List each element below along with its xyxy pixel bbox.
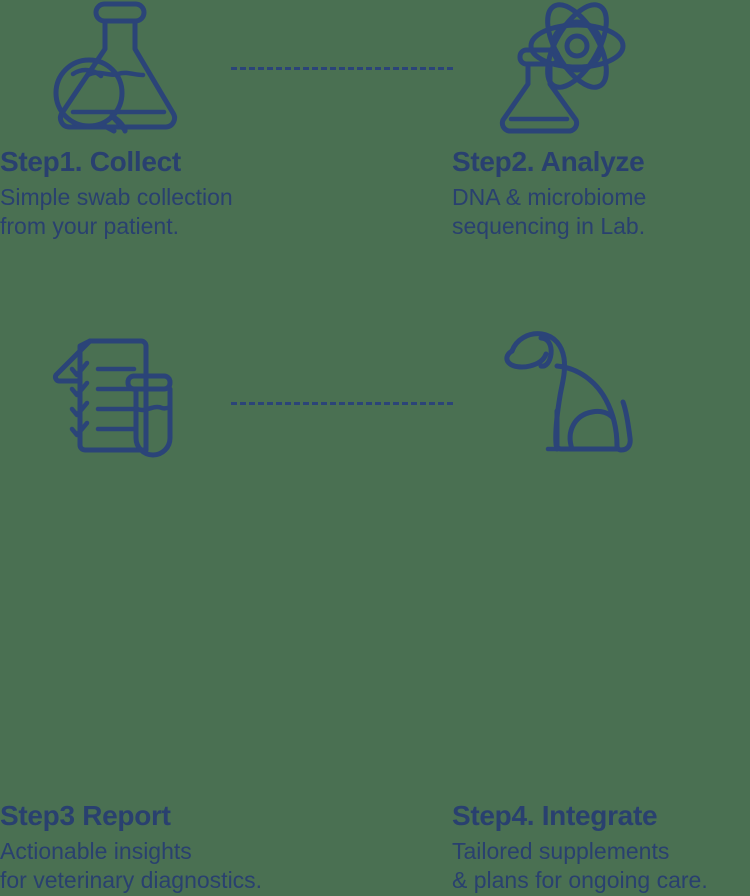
- step-3-desc-line1: Actionable insights: [0, 838, 192, 864]
- connector-top: [231, 67, 453, 70]
- step-1-desc-line1: Simple swab collection: [0, 184, 233, 210]
- step-1-title: Step1. Collect: [0, 146, 181, 177]
- step-card-3: Step3 Report Actionable insights for vet…: [0, 318, 300, 893]
- step-2-desc-line1: DNA & microbiome: [452, 184, 647, 210]
- step-card-4: Step4. Integrate Tailored supplements & …: [452, 318, 750, 893]
- step-1-desc-line2: from your patient.: [0, 213, 179, 240]
- step-3-description: Actionable insights for veterinary diagn…: [0, 837, 262, 896]
- step-4-title: Step4. Integrate: [452, 800, 658, 831]
- step-card-2: Step2. Analyze DNA & microbiome sequenci…: [452, 0, 750, 239]
- step-3-title: Step3 Report: [0, 800, 171, 831]
- step-4-description: Tailored supplements & plans for ongoing…: [452, 837, 708, 896]
- checklist-testtube-icon: [50, 318, 300, 458]
- step-2-text: Step2. Analyze DNA & microbiome sequenci…: [452, 148, 646, 242]
- step-1-text: Step1. Collect Simple swab collection fr…: [0, 148, 233, 242]
- sitting-dog-icon: [500, 318, 750, 458]
- step-2-description: DNA & microbiome sequencing in Lab.: [452, 183, 646, 242]
- step-2-title: Step2. Analyze: [452, 146, 645, 177]
- step-3-text: Step3 Report Actionable insights for vet…: [0, 802, 262, 896]
- step-1-description: Simple swab collection from your patient…: [0, 183, 233, 242]
- step-4-desc-line2: & plans for ongoing care.: [452, 867, 708, 894]
- step-2-desc-line2: sequencing in Lab.: [452, 213, 646, 240]
- step-card-1: Step1. Collect Simple swab collection fr…: [0, 0, 300, 239]
- atom-flask-icon: [499, 0, 750, 140]
- step-4-desc-line1: Tailored supplements: [452, 838, 670, 864]
- flask-magnifier-icon: [42, 0, 300, 140]
- connector-bottom: [231, 402, 453, 405]
- step-3-desc-line2: for veterinary diagnostics.: [0, 867, 263, 894]
- step-4-text: Step4. Integrate Tailored supplements & …: [452, 802, 708, 896]
